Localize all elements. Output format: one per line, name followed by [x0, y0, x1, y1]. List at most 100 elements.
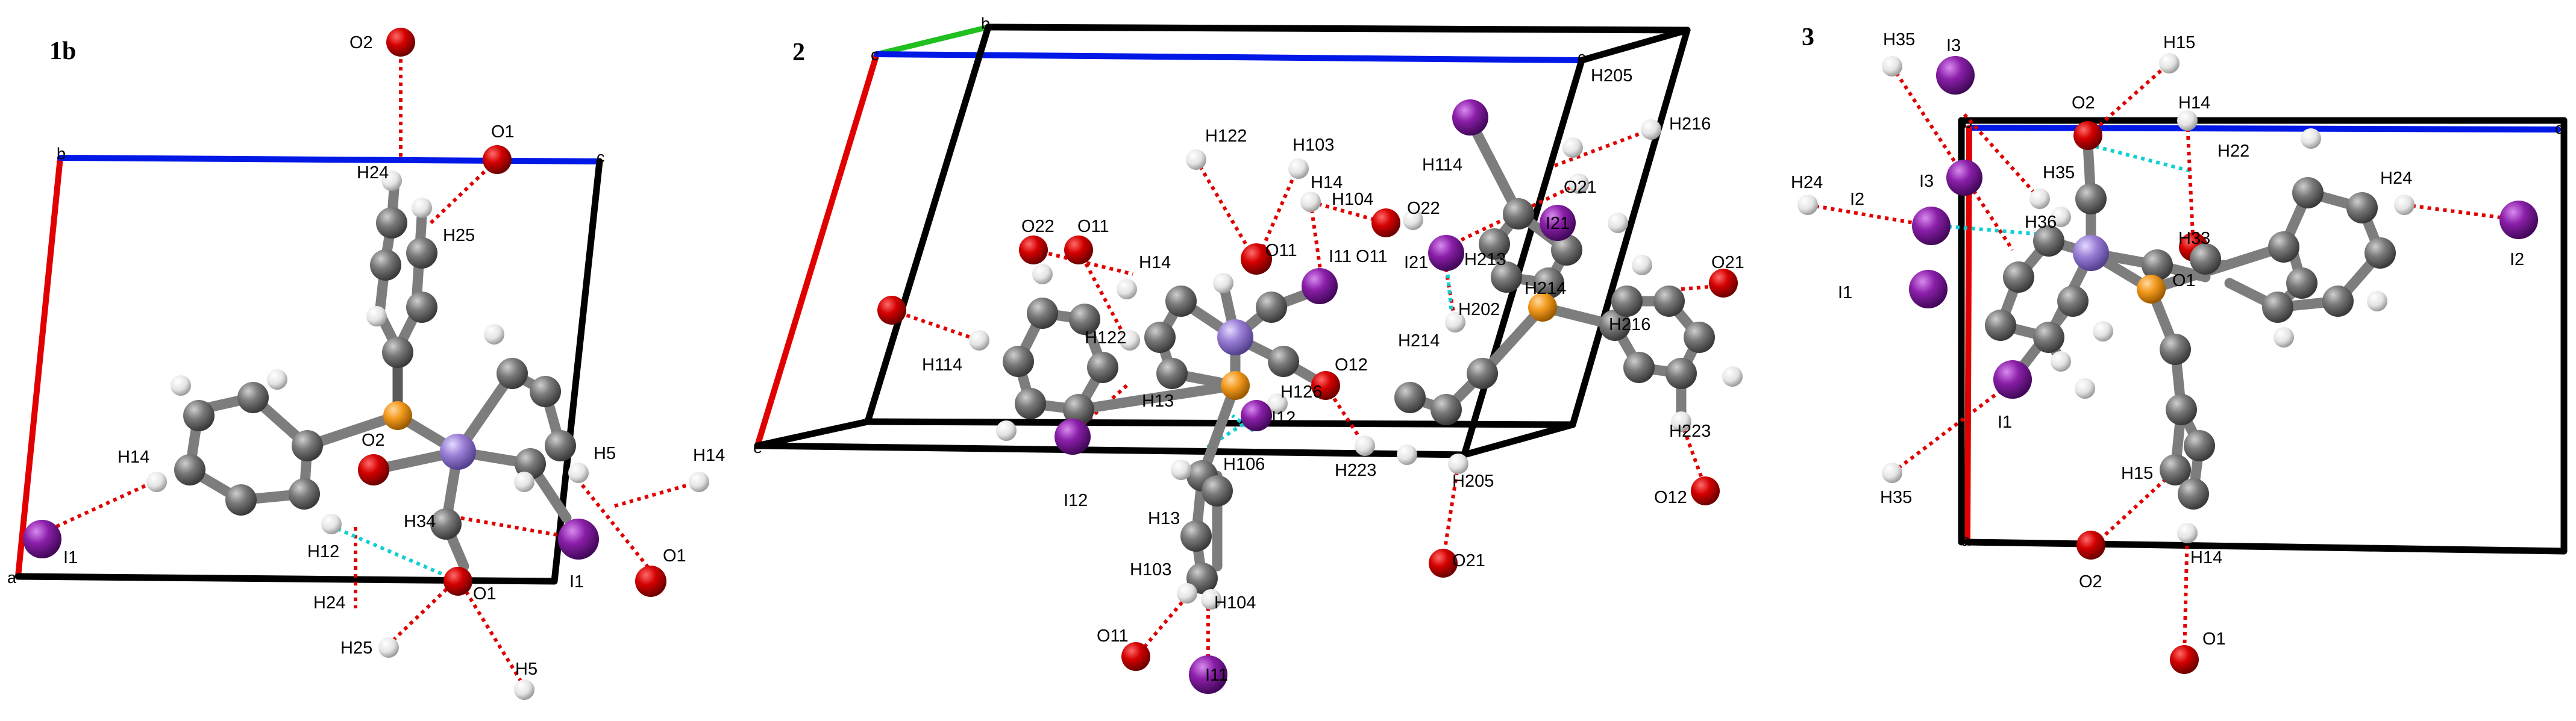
hydrogen-atom — [1267, 393, 1288, 414]
hydrogen-atom — [412, 198, 432, 218]
contact-line — [571, 472, 659, 579]
atom-label: H24 — [313, 593, 345, 613]
contact-line — [1441, 463, 1460, 561]
hydrogen-atom — [378, 637, 399, 658]
atom-label: H5 — [594, 444, 616, 463]
hydrogen-atom — [2394, 195, 2415, 215]
oxygen-atom — [2170, 645, 2199, 674]
atom-label: H24 — [2380, 169, 2412, 188]
carbon-atom — [1611, 286, 1643, 317]
cell-edge — [864, 23, 992, 425]
oxygen-atom — [1064, 236, 1093, 264]
oxygen-atom — [386, 28, 415, 57]
hydrogen-atom — [171, 375, 191, 396]
cell-edge — [1578, 27, 1691, 64]
atom-label: O11 — [1265, 241, 1297, 260]
atom-label: H106 — [1223, 455, 1265, 474]
hydrogen-atom — [2177, 523, 2198, 543]
cell-axis-b-edge — [874, 24, 991, 57]
carbon-atom — [1144, 322, 1176, 353]
hydrogen-atom — [514, 679, 534, 700]
atom-label: H24 — [1791, 173, 1823, 192]
cell-edge — [754, 442, 1468, 458]
carbon-atom — [1003, 346, 1034, 377]
iodine-atom — [1993, 360, 2032, 399]
atom-label: O1 — [2202, 629, 2226, 649]
oxygen-atom — [1429, 549, 1458, 578]
atom-label: H104 — [1214, 593, 1256, 613]
atom-label: O1 — [663, 546, 686, 566]
carbon-atom — [1027, 298, 1058, 329]
bond — [1465, 115, 1524, 219]
hydrogen-atom — [514, 472, 534, 492]
carbon-atom — [2033, 225, 2064, 257]
carbon-atom — [1491, 261, 1522, 293]
carbon-atom — [2003, 261, 2034, 293]
carbon-atom — [225, 484, 257, 516]
axis-label-c: c — [597, 148, 605, 166]
contact-line — [1940, 224, 2049, 237]
atom-label: I21 — [1546, 214, 1570, 233]
carbon-atom — [2364, 237, 2396, 269]
atom-label: I11 — [1205, 666, 1228, 685]
carbon-atom — [1256, 292, 1287, 323]
carbon-atom — [1156, 358, 1188, 389]
carbon-atom — [1666, 358, 1697, 389]
hydrogen-atom — [1608, 213, 1628, 233]
axis-label-c: c — [2555, 119, 2563, 137]
hydrogen-atom — [1032, 264, 1053, 284]
atom-label: O21 — [1452, 551, 1485, 570]
atom-label: H5 — [515, 660, 537, 679]
cell-edge — [754, 418, 871, 449]
cell-axis-c-edge — [57, 155, 603, 164]
hydrogen-atom — [1201, 589, 1221, 610]
atom-label: I3 — [1946, 36, 1961, 55]
hydrogen-atom — [2093, 321, 2113, 342]
oxygen-atom — [1371, 208, 1400, 237]
hydrogen-atom — [484, 324, 504, 345]
contact-line — [1553, 128, 1652, 167]
carbon-atom — [2057, 286, 2089, 317]
cell-axis-edge — [754, 51, 880, 449]
atom-label: I11 — [1329, 247, 1352, 266]
atom-label: O1 — [491, 122, 515, 142]
contact-line — [41, 480, 155, 535]
atom-label: H214 — [1398, 331, 1440, 351]
cell-edge — [14, 573, 558, 585]
atom-label: H12 — [307, 542, 339, 561]
contact-line — [336, 527, 453, 580]
hydrogen-atom — [1120, 330, 1140, 351]
hydrogen-atom — [568, 463, 589, 483]
hydrogen-atom — [1177, 583, 1197, 604]
atom-label: O11 — [1097, 626, 1129, 646]
atom-label: H103 — [1293, 136, 1334, 155]
hydrogen-atom — [2159, 53, 2180, 73]
contact-line — [1963, 113, 2042, 200]
hydrogen-atom — [1117, 279, 1137, 299]
atom-label: H114 — [1422, 155, 1462, 175]
atom-label: I12 — [1271, 408, 1296, 428]
atom-label: O12 — [1654, 488, 1687, 507]
contact-line — [1439, 182, 1580, 252]
carbon-atom — [183, 400, 215, 431]
bond — [302, 410, 403, 451]
iodine-atom — [1936, 56, 1975, 95]
carbon-atom — [515, 448, 546, 479]
oxygen-atom — [2076, 531, 2105, 560]
cell-axis-a-edge — [1964, 125, 1972, 544]
hydrogen-atom — [996, 420, 1017, 441]
atom-label: I1 — [1838, 283, 1852, 302]
carbon-atom — [2142, 249, 2173, 281]
hydrogen-atom — [1671, 411, 1691, 432]
bond — [1197, 380, 1241, 481]
atom-label: O22 — [1407, 199, 1440, 218]
atom-label: I1 — [63, 548, 78, 567]
hydrogen-atom — [1448, 454, 1468, 474]
carbon-atom — [2075, 183, 2107, 214]
atom-label: H36 — [2025, 213, 2057, 232]
atom-label: H14 — [2178, 93, 2210, 113]
contact-line — [614, 480, 700, 508]
panel-3: 3 b c a — [1791, 23, 2568, 674]
atom-label: H122 — [1205, 126, 1247, 146]
